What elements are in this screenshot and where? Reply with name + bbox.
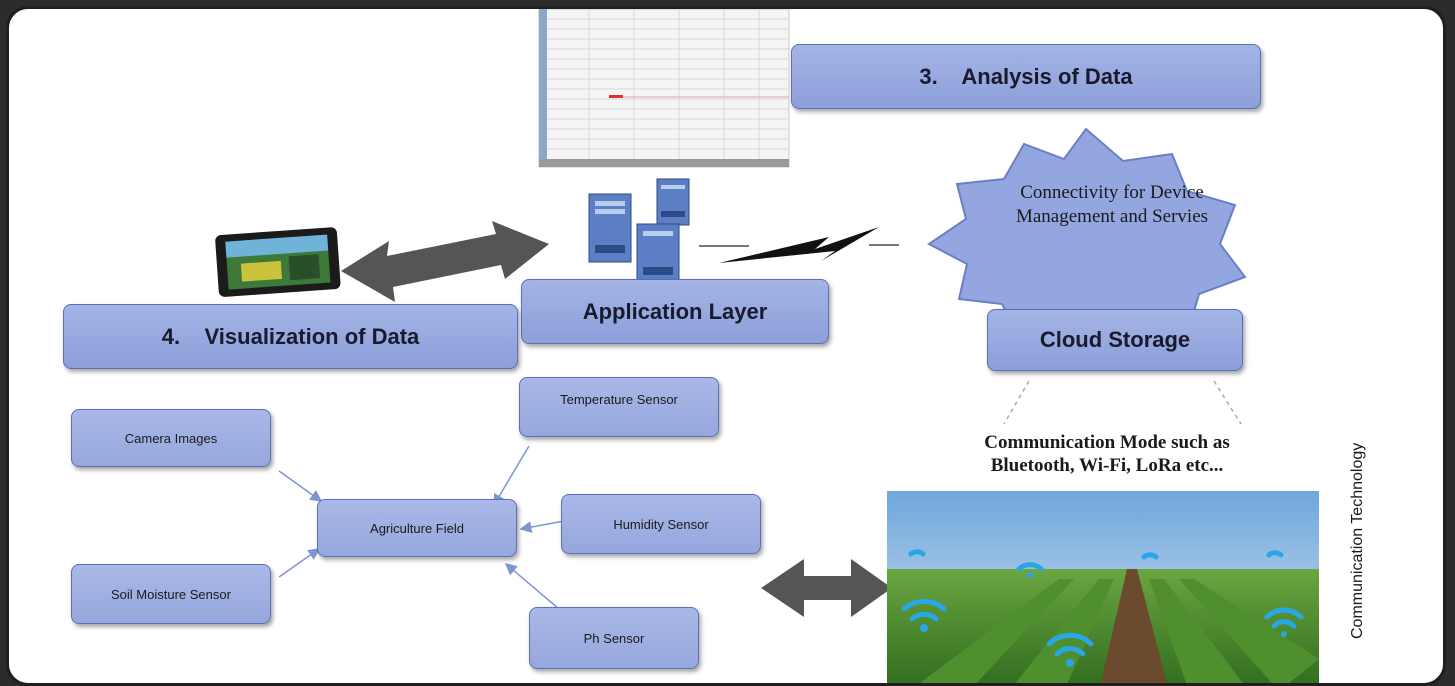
application-layer-label: Application Layer <box>582 298 768 324</box>
temperature-sensor-label: Temperature Sensor <box>560 392 678 407</box>
tablet-device-image <box>215 227 341 297</box>
farm-field-image <box>887 491 1319 683</box>
application-layer-box: Application Layer <box>521 279 829 344</box>
diagram-graphics <box>215 9 1319 683</box>
analysis-box: 3. Analysis of Data <box>791 44 1261 109</box>
diagram-canvas: 3. Analysis of Data 4. Visualization of … <box>6 6 1446 686</box>
temperature-sensor-box: Temperature Sensor <box>519 377 719 437</box>
soil-moisture-label: Soil Moisture Sensor <box>111 586 231 602</box>
double-arrow-field <box>761 559 892 617</box>
lightning-link <box>699 227 899 263</box>
communication-mode-line2: Bluetooth, Wi-Fi, LoRa etc... <box>990 455 1224 476</box>
cloud-storage-label: Cloud Storage <box>1039 327 1191 352</box>
communication-mode-text: Communication Mode such as Bluetooth, Wi… <box>927 431 1287 477</box>
ph-sensor-box: Ph Sensor <box>529 607 699 669</box>
double-arrow-tablet-server <box>341 221 549 302</box>
sensor-arrows <box>278 445 565 610</box>
spreadsheet-image <box>538 9 790 168</box>
visualization-label: 4. Visualization of Data <box>161 323 420 349</box>
communication-mode-line1: Communication Mode such as <box>984 432 1230 453</box>
server-icon <box>588 178 690 283</box>
humidity-sensor-label: Humidity Sensor <box>613 516 709 532</box>
cloud-storage-box: Cloud Storage <box>987 309 1243 371</box>
agriculture-field-label: Agriculture Field <box>370 520 464 536</box>
camera-images-label: Camera Images <box>124 430 218 446</box>
connectivity-label: Connectivity for Device Management and S… <box>1015 182 1209 227</box>
dashed-link-left <box>1003 380 1030 425</box>
humidity-sensor-box: Humidity Sensor <box>561 494 761 554</box>
analysis-label: 3. Analysis of Data <box>919 63 1133 89</box>
agriculture-field-box: Agriculture Field <box>317 499 517 557</box>
visualization-box: 4. Visualization of Data <box>63 304 518 369</box>
dashed-link-right <box>1213 380 1242 425</box>
communication-technology-label: Communication Technology <box>1349 442 1366 639</box>
ph-sensor-label: Ph Sensor <box>583 630 645 646</box>
soil-moisture-box: Soil Moisture Sensor <box>71 564 271 624</box>
camera-images-box: Camera Images <box>71 409 271 467</box>
